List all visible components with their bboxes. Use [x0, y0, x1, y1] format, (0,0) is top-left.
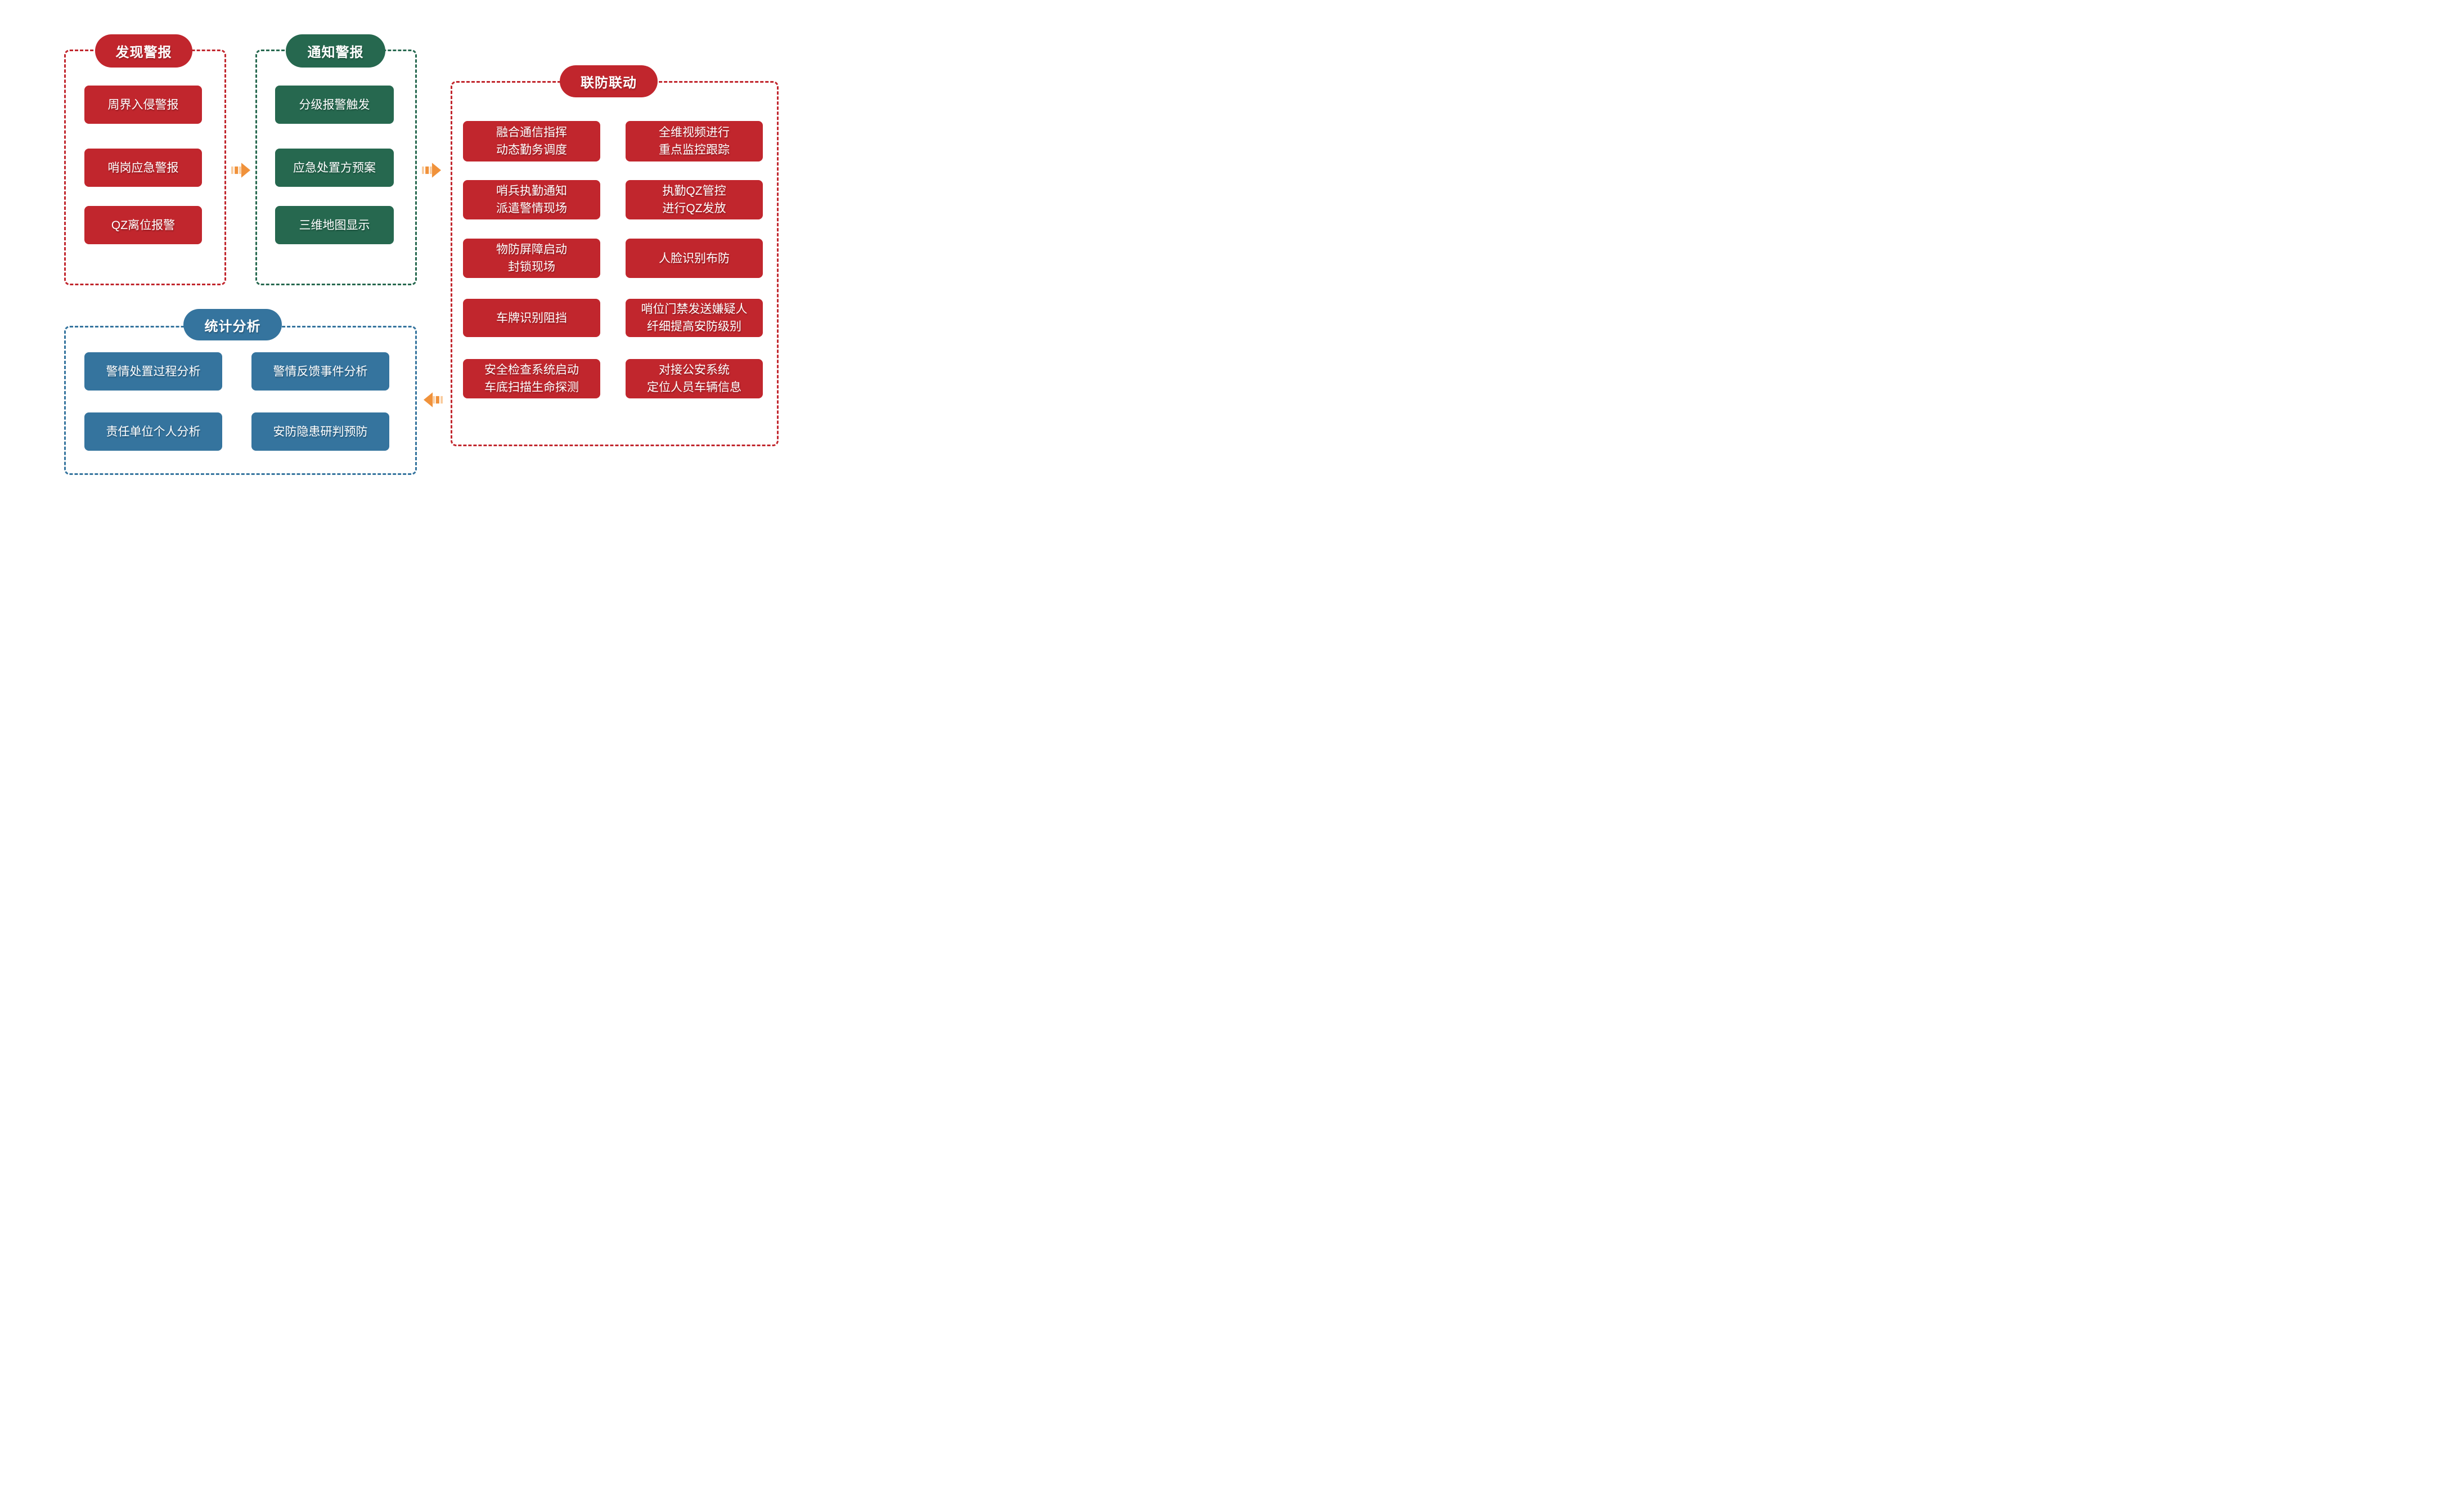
- notify-to-joint-arrow-icon: [422, 163, 441, 178]
- joint-right-box-1: 全维视频进行 重点监控跟踪: [626, 121, 763, 161]
- joint-right-box-2: 执勤QZ管控 进行QZ发放: [626, 180, 763, 219]
- joint-group-title: 联防联动: [560, 65, 658, 97]
- stats-group-title: 统计分析: [183, 309, 282, 340]
- joint-left-box-5: 安全检查系统启动 车底扫描生命探测: [463, 359, 600, 398]
- joint-right-box-4: 哨位门禁发送嫌疑人 纤细提高安防级别: [626, 299, 763, 337]
- discover-box-2: 哨岗应急警报: [84, 149, 202, 187]
- joint-to-stats-arrow-icon: [424, 392, 443, 407]
- discover-box-1: 周界入侵警报: [84, 86, 202, 124]
- stats-group-border: [64, 326, 417, 475]
- joint-left-box-1: 融合通信指挥 动态勤务调度: [463, 121, 600, 161]
- discover-box-3: QZ离位报警: [84, 206, 202, 244]
- joint-title-label: 联防联动: [581, 75, 637, 91]
- joint-left-box-4: 车牌识别阻挡: [463, 299, 600, 337]
- discover-group-title: 发现警报: [95, 34, 192, 68]
- notify-box-3: 三维地图显示: [275, 206, 394, 244]
- notify-title-label: 通知警报: [307, 45, 364, 60]
- joint-left-box-2: 哨兵执勤通知 派遣警情现场: [463, 180, 600, 219]
- joint-left-box-3: 物防屏障启动 封锁现场: [463, 239, 600, 278]
- joint-right-box-5: 对接公安系统 定位人员车辆信息: [626, 359, 763, 398]
- notify-group-title: 通知警报: [286, 34, 385, 68]
- stats-title-label: 统计分析: [204, 318, 261, 334]
- stats-box-2: 警情反馈事件分析: [251, 352, 389, 391]
- flow-diagram: 发现警报 周界入侵警报 哨岗应急警报 QZ离位报警 通知警报 分级报警触发 应急…: [0, 0, 821, 498]
- discover-to-notify-arrow-icon: [231, 163, 250, 178]
- stats-box-3: 责任单位个人分析: [84, 412, 222, 451]
- notify-box-1: 分级报警触发: [275, 86, 394, 124]
- notify-box-2: 应急处置方预案: [275, 149, 394, 187]
- stats-box-4: 安防隐患研判预防: [251, 412, 389, 451]
- discover-title-label: 发现警报: [115, 45, 172, 60]
- stats-box-1: 警情处置过程分析: [84, 352, 222, 391]
- joint-right-box-3: 人脸识别布防: [626, 239, 763, 278]
